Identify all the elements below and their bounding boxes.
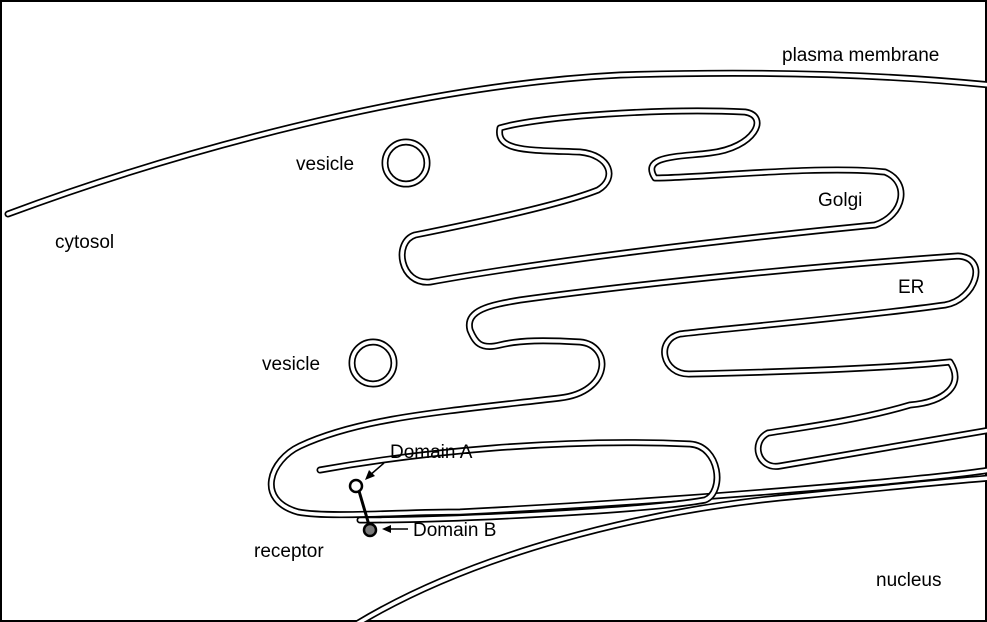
domain-b-arrow xyxy=(382,525,408,533)
receptor xyxy=(350,480,376,536)
domain-a-marker xyxy=(350,480,362,492)
label-vesicle-top: vesicle xyxy=(296,154,354,175)
vesicle-top xyxy=(385,142,427,184)
label-vesicle-bottom: vesicle xyxy=(262,354,320,375)
label-plasma-membrane: plasma membrane xyxy=(782,45,939,66)
label-golgi: Golgi xyxy=(818,190,862,211)
label-domain-a: Domain A xyxy=(390,442,473,463)
label-cytosol: cytosol xyxy=(55,232,114,253)
label-domain-b: Domain B xyxy=(413,520,496,541)
label-receptor: receptor xyxy=(254,541,324,562)
label-nucleus: nucleus xyxy=(876,570,942,591)
domain-b-marker xyxy=(364,524,376,536)
label-er: ER xyxy=(898,277,924,298)
vesicle-bottom xyxy=(352,342,394,384)
